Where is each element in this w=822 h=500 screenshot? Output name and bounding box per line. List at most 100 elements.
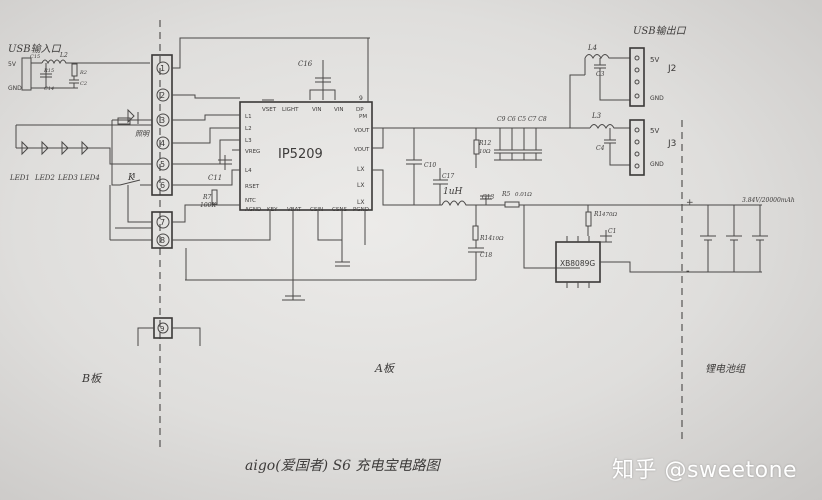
schematic-title: aigo(爱国者) S6 充电宝电路图 [245,458,442,474]
usb-in-5v: 5V [8,61,17,68]
board-connector: 1 2 3 4 5 6 7 8 9 [137,54,201,346]
svg-text:7: 7 [160,218,165,227]
r12-value: 10Ω [479,149,491,155]
svg-text:PGND: PGND [353,207,369,213]
battery-plus: + [686,198,694,208]
c14-label: C14 [44,86,54,92]
led3-label: LED3 [57,174,78,182]
key-label: K [127,173,136,183]
battery-label: 3.84V/20000mAh [742,197,795,204]
battery-pack: 3.84V/20000mAh + - [682,197,795,277]
board-pin-8 [156,233,170,247]
c10-label: C10 [424,162,436,169]
svg-text:LX: LX [357,182,364,189]
j2-label: J2 [667,64,676,74]
svg-text:9: 9 [359,95,363,102]
ip5209-body [239,101,373,211]
board-pin-6 [156,178,170,192]
j3-label: J3 [667,139,676,149]
svg-text:9: 9 [160,325,164,333]
r7-label: R7 [202,194,212,201]
l3-label: L3 [591,112,602,120]
svg-text:LX: LX [357,166,364,173]
r5-label: R5 [501,191,511,198]
l4-label: L4 [587,44,597,52]
svg-text:CSIN: CSIN [310,207,323,213]
r14-label: R14 [479,235,492,242]
wiring: C16 C11 R7 100K C10 1uH C17 R12 10Ω C9 [109,37,682,301]
svg-text:VBAT: VBAT [287,207,302,213]
c4-label: C4 [596,145,605,152]
svg-text:CSNS: CSNS [332,207,347,213]
r1-label: R1 [593,211,602,218]
watermark: 知乎 @sweetone [612,458,798,483]
board-pin-7 [156,215,170,229]
svg-text:L1: L1 [245,114,252,120]
usb-in-gnd: GND [8,85,22,92]
board-pin-5 [156,157,170,171]
svg-text:VREG: VREG [245,149,260,155]
svg-text:5V: 5V [650,127,659,135]
c11-label: C11 [208,174,222,182]
region-battery-label: 锂电池组 [705,363,746,375]
svg-text:NTC: NTC [245,198,256,204]
svg-text:L3: L3 [245,138,252,144]
svg-text:8: 8 [160,236,165,245]
svg-text:VIN: VIN [312,107,322,113]
region-a-label: A板 [374,362,396,375]
svg-text:6: 6 [160,181,165,190]
board-pin-4 [156,136,170,150]
ic-ip5209: IP5209 VSET LIGHT VIN VIN 9 DP PM L1 L2 … [239,95,373,213]
svg-text:VSET: VSET [262,107,277,113]
board-pin-9 [157,322,169,334]
svg-text:VOUT: VOUT [354,147,370,153]
svg-text:DP: DP [356,107,364,113]
led1-label: LED1 [9,174,30,182]
led-group: LED1 LED2 LED3 LED4 [9,124,152,182]
c15-label: C15 [30,54,40,60]
svg-text:5V: 5V [650,56,659,64]
r14-value: 10Ω [492,236,504,242]
svg-text:5: 5 [160,160,165,169]
svg-text:L4: L4 [245,168,252,174]
c17-label: C17 [442,173,454,180]
svg-text:VIN: VIN [334,107,344,113]
svg-text:1: 1 [160,64,165,73]
board-pin-1 [156,61,170,75]
c13-label: C13 [482,194,494,201]
c16-label: C16 [298,60,313,68]
svg-text:4: 4 [160,139,165,148]
svg-text:LIGHT: LIGHT [282,107,299,113]
board-pin-3 [156,113,170,127]
usb-output-title: USB输出口 [633,25,687,37]
r1-value: 470Ω [601,212,617,218]
svg-text:RSET: RSET [245,184,260,190]
svg-text:3: 3 [160,116,165,125]
c2-label: C2 [80,81,87,87]
usb-input-body [21,57,32,91]
l2-label: L2 [59,52,68,59]
board-connector-lower [151,211,173,249]
led2-label: LED2 [34,174,55,182]
led4-label: LED4 [79,174,100,182]
ic-xb8089g: XB8089G R1 470Ω C1 [555,205,682,288]
r12-label: R12 [478,140,491,147]
board-pin-2 [156,88,170,102]
svg-text:GND: GND [650,161,664,168]
svg-text:GND: GND [650,95,664,102]
region-b-label: B板 [81,372,103,385]
r15-label: R15 [43,68,54,74]
lamp-and-key: 照明 K [111,108,152,223]
svg-text:LX: LX [357,199,364,206]
j2-body [629,47,645,107]
svg-text:PM: PM [359,114,367,120]
j3-body [629,119,645,176]
c3-label: C3 [596,71,605,78]
usb-input-connector: USB输入口 5V GND L2 C15 R15 R2 C2 C14 [8,43,150,92]
lamp-label: 照明 [135,130,150,138]
r2-label: R2 [79,70,87,76]
svg-text:KEY: KEY [267,207,278,213]
c1-label: C1 [608,228,616,235]
